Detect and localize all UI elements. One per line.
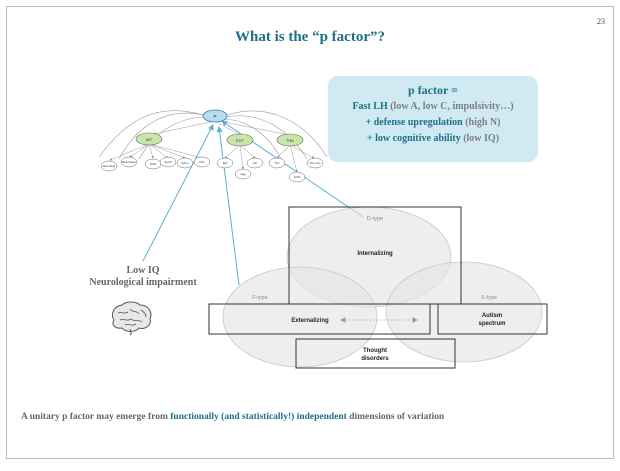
callout-line-3-bold: low cognitive ability <box>375 133 461 144</box>
venn-labels: D-type F-type S-type Internalizing Exter… <box>252 216 505 362</box>
footer-statement: A unitary p factor may emerge from funct… <box>21 412 444 422</box>
indicator-label: Agg <box>240 172 246 176</box>
int-node <box>135 132 163 146</box>
thought-label-2: disorders <box>361 356 389 362</box>
callout-line-2-gray: (high N) <box>462 117 501 128</box>
callout-line-1-bold: Fast LH <box>352 101 388 112</box>
indicator-nodes <box>100 156 324 183</box>
externalizing-double-arrow <box>340 316 418 324</box>
indicator-label: Del <box>223 161 228 165</box>
callout-line-3-gray: (low IQ) <box>460 133 500 144</box>
indicator-label: MHH Depr <box>122 160 136 164</box>
autism-box <box>437 303 548 335</box>
indicator-label: Thn <box>274 161 280 165</box>
brain-icon <box>111 301 152 336</box>
indicator-label: SAnx <box>181 161 189 165</box>
indicator-label: Phy exp <box>310 161 321 165</box>
stype-label: S-type <box>481 295 497 301</box>
callout-line-2-prefix: + <box>365 117 374 128</box>
indicator-labels: Alcs Depr MHH Depr GAD SocP SAnx Pan Del… <box>102 160 320 179</box>
thought-label-1: Thought <box>363 348 387 354</box>
callout-line-2: + defense upregulation (high N) <box>332 115 534 131</box>
autism-label-2: spectrum <box>478 321 505 327</box>
thought-box <box>295 338 456 369</box>
footer-prefix: A unitary p factor may emerge from <box>21 412 171 422</box>
callout-line-3: + low cognitive ability (low IQ) <box>332 131 534 147</box>
p-node <box>202 109 228 123</box>
int-node-label: INT <box>146 137 153 142</box>
low-iq-line-2: Neurological impairment <box>89 277 197 288</box>
ftype-circle <box>222 266 378 368</box>
indicator-label: OCD <box>294 175 302 179</box>
externalizing-box <box>208 303 431 335</box>
model-and-venn-diagram: P INT EXT THD Alcs Depr MHH Depr GAD S <box>98 109 548 369</box>
callout-heading: p factor = <box>408 83 458 97</box>
slide: What is the “p factor”? 23 <box>6 6 614 459</box>
autism-label-1: Autism <box>482 313 502 319</box>
indicator-label: AP <box>253 161 257 165</box>
thd-node-label: THD <box>286 138 294 143</box>
ftype-label: F-type <box>252 295 268 301</box>
footer-suffix: dimensions of variation <box>346 412 445 422</box>
externalizing-label: Externalizing <box>291 318 329 324</box>
model-arcs <box>98 110 328 160</box>
callout-line-1-gray: (low A, low C, impulsivity…) <box>387 101 514 112</box>
indicator-label: GAD <box>150 162 157 166</box>
indicator-lines <box>109 120 315 173</box>
callout-line-2-bold: defense upregulation <box>373 117 463 128</box>
p-node-label: P <box>213 114 216 119</box>
dtype-label: D-type <box>367 216 383 222</box>
internalizing-label: Internalizing <box>357 251 393 257</box>
low-iq-label: Low IQ Neurological impairment <box>73 265 213 289</box>
ext-node-label: EXT <box>236 138 244 143</box>
p-factor-callout: p factor = Fast LH (low A, low C, impuls… <box>328 76 538 162</box>
callout-line-3-prefix: + <box>366 133 376 144</box>
thd-node <box>276 133 304 147</box>
callout-line-1: Fast LH (low A, low C, impulsivity…) <box>332 99 534 115</box>
low-iq-line-1: Low IQ <box>126 265 160 276</box>
indicator-label: Alcs Depr <box>102 164 115 168</box>
footer-highlight: functionally (and statistically!) indepe… <box>170 412 347 422</box>
indicator-label: SocP <box>164 160 171 164</box>
page-number: 23 <box>597 17 605 26</box>
indicator-label: Pan <box>199 160 205 164</box>
ext-node <box>226 133 254 147</box>
slide-title: What is the “p factor”? <box>235 29 385 45</box>
stype-circle <box>385 261 543 363</box>
